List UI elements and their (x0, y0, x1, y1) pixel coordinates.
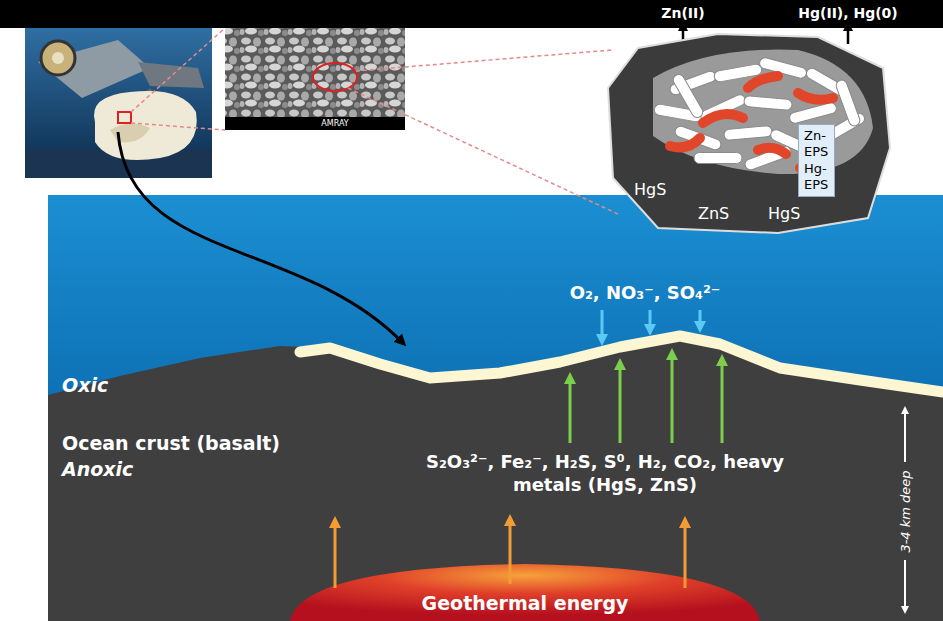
electron-acceptors: O₂, NO₃⁻, SO₄²⁻ (570, 282, 721, 303)
node-text: Geothermal energy (422, 592, 629, 614)
node-text: Ocean crust (basalt) (62, 432, 280, 454)
node-text: HgS (768, 204, 800, 223)
rock-illustration (598, 28, 898, 238)
depth-label: 3-4 km deep (897, 467, 912, 555)
ion-label: Hg(II), Hg(0) (798, 5, 897, 21)
node-text: Anoxic (62, 458, 133, 480)
node-text: Zn-EPS Hg-EPS (804, 128, 828, 193)
microscope-brand: AMRAY (321, 118, 348, 129)
node-text: ZnS (698, 204, 729, 223)
ocean-crust: Ocean crust (basalt) AnoxicGeothermal ene… (48, 340, 943, 621)
rock-sample: HgSZnSHgSZn-EPS Hg-EPS (598, 28, 898, 238)
electron-donors: S₂O₃²⁻, Fe₂⁻, H₂S, S⁰, H₂, CO₂, heavy me… (420, 450, 790, 497)
eps-box: Zn-EPS Hg-EPS (798, 124, 835, 197)
zone-label: Oxic (62, 374, 108, 396)
ion-label: Zn(II) (661, 5, 704, 21)
node-text: HgS (634, 180, 666, 199)
geothermal-source: Geothermal energy (290, 560, 760, 621)
